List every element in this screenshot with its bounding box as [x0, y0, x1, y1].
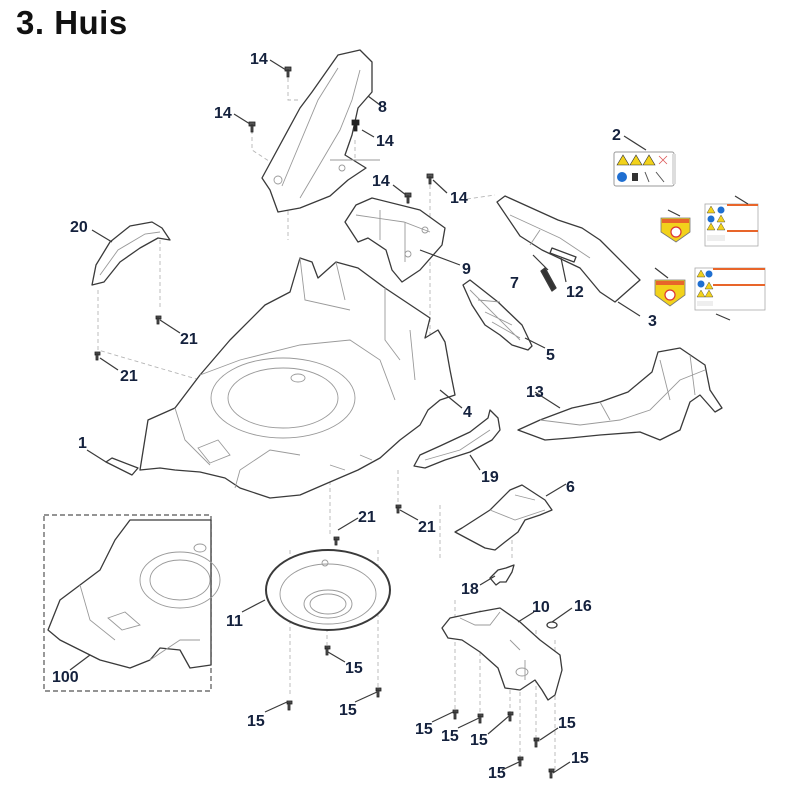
- callout-15[interactable]: 15: [415, 721, 433, 738]
- callout-9[interactable]: 9: [462, 261, 471, 278]
- callout-14[interactable]: 14: [376, 133, 394, 150]
- callout-14[interactable]: 14: [372, 173, 390, 190]
- part-8-handle-bracket[interactable]: [261, 49, 380, 213]
- callout-100[interactable]: 100: [52, 669, 79, 686]
- screw-15-c[interactable]: [375, 687, 382, 698]
- part-1-label-plate[interactable]: [105, 457, 139, 476]
- callout-14[interactable]: 14: [450, 190, 468, 207]
- screw-15-h[interactable]: [517, 756, 524, 767]
- screw-14-b[interactable]: [248, 121, 256, 133]
- callout-5[interactable]: 5: [546, 347, 555, 364]
- leader-lines: [69, 59, 749, 774]
- callout-21[interactable]: 21: [358, 509, 376, 526]
- callout-13[interactable]: 13: [526, 384, 544, 401]
- sticker-danger-pentagon-2: [654, 279, 686, 307]
- callout-14[interactable]: 14: [214, 105, 232, 122]
- part-12-rod[interactable]: [549, 247, 577, 263]
- callout-19[interactable]: 19: [481, 469, 499, 486]
- part-11-blade-shield[interactable]: [265, 549, 391, 631]
- part-6-cover-plate[interactable]: [454, 484, 553, 551]
- callout-12[interactable]: 12: [566, 284, 584, 301]
- callout-21[interactable]: 21: [418, 519, 436, 536]
- callout-15[interactable]: 15: [441, 728, 459, 745]
- sticker-safety-info-2: [694, 267, 766, 311]
- screw-15-f[interactable]: [507, 711, 514, 722]
- warning-triangle-icon: [616, 154, 656, 166]
- part-2-warning-stickers[interactable]: [613, 151, 766, 311]
- callout-21[interactable]: 21: [120, 368, 138, 385]
- callout-15[interactable]: 15: [339, 702, 357, 719]
- callout-15[interactable]: 15: [558, 715, 576, 732]
- callout-6[interactable]: 6: [566, 479, 575, 496]
- callout-3[interactable]: 3: [648, 313, 657, 330]
- part-9-bracket[interactable]: [344, 197, 446, 283]
- callout-18[interactable]: 18: [461, 581, 479, 598]
- part-18-clip[interactable]: [489, 564, 515, 586]
- callout-20[interactable]: 20: [70, 219, 88, 236]
- callout-14[interactable]: 14: [250, 51, 268, 68]
- screw-21-c[interactable]: [333, 536, 340, 546]
- screw-15-d[interactable]: [452, 709, 459, 720]
- screw-15-i[interactable]: [548, 768, 555, 779]
- callout-15[interactable]: 15: [470, 732, 488, 749]
- part-5-side-flap[interactable]: [462, 279, 533, 351]
- callout-10[interactable]: 10: [532, 599, 550, 616]
- part-13-chute[interactable]: [517, 347, 723, 441]
- screw-14-a[interactable]: [284, 66, 292, 78]
- part-3-rear-flap[interactable]: [496, 195, 641, 303]
- screw-14-d[interactable]: [404, 192, 412, 204]
- callout-4[interactable]: 4: [463, 404, 472, 421]
- screw-21-b[interactable]: [94, 351, 101, 361]
- part-4-main-housing[interactable]: [139, 257, 456, 499]
- sticker-pictogram-panel: [613, 151, 676, 187]
- callout-15[interactable]: 15: [571, 750, 589, 767]
- callout-21[interactable]: 21: [180, 331, 198, 348]
- part-20-front-trim[interactable]: [91, 221, 171, 286]
- part-10-motor-mount[interactable]: [441, 607, 563, 701]
- screw-14-e[interactable]: [426, 173, 434, 185]
- inset-100-housing-assembly[interactable]: [43, 514, 221, 692]
- callout-7[interactable]: 7: [510, 275, 519, 292]
- screw-15-a[interactable]: [324, 645, 331, 656]
- callout-15[interactable]: 15: [488, 765, 506, 782]
- sticker-danger-pentagon-1: [660, 217, 691, 243]
- callout-15[interactable]: 15: [247, 713, 265, 730]
- callout-2[interactable]: 2: [612, 127, 621, 144]
- screw-15-b[interactable]: [286, 700, 293, 711]
- screw-21-a[interactable]: [155, 315, 162, 325]
- screws: [94, 66, 555, 779]
- screw-15-e[interactable]: [477, 713, 484, 724]
- callout-8[interactable]: 8: [378, 99, 387, 116]
- part-19-trim-strip[interactable]: [413, 409, 501, 469]
- callout-15[interactable]: 15: [345, 660, 363, 677]
- screw-15-g[interactable]: [533, 737, 540, 748]
- callout-16[interactable]: 16: [574, 598, 592, 615]
- callout-labels: 14 14 14 14 14 8 9 20 21 21 1 2 3 4 5 6 …: [52, 51, 657, 782]
- mandatory-sign-icon: [617, 172, 627, 182]
- sticker-safety-info-1: [704, 203, 759, 247]
- part-7-spring[interactable]: [532, 254, 557, 292]
- callout-11[interactable]: 11: [226, 613, 243, 630]
- part-16-washer[interactable]: [546, 621, 558, 629]
- screw-21-d[interactable]: [395, 504, 402, 514]
- screw-14-c[interactable]: [351, 119, 360, 132]
- callout-1[interactable]: 1: [78, 435, 87, 452]
- page-title: 3. Huis: [16, 4, 128, 41]
